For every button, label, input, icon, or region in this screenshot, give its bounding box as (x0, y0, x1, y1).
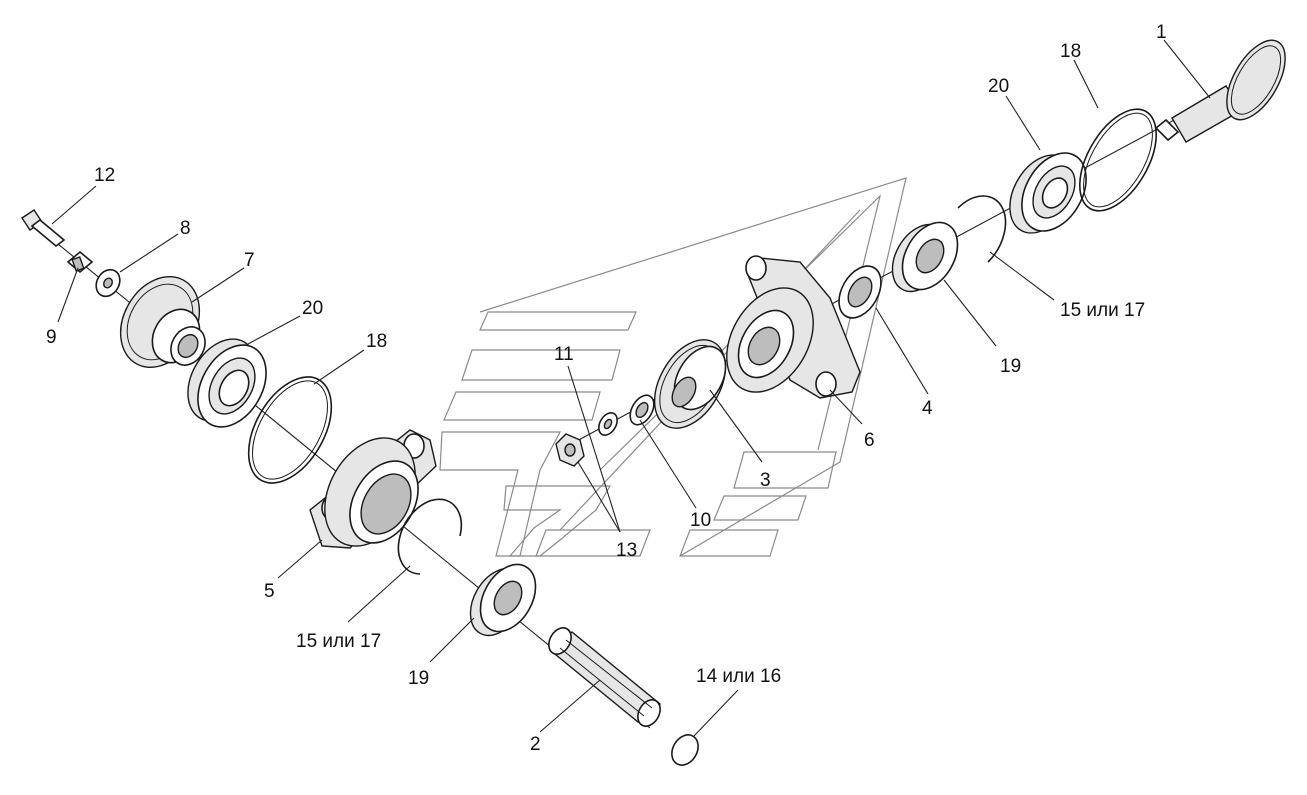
part-13-nut (555, 433, 585, 467)
label-13: 13 (616, 540, 637, 561)
part-18-o-ring-left (247, 376, 333, 484)
label-9: 9 (46, 327, 57, 348)
part-15-circlip-left (397, 498, 463, 575)
part-15-circlip-upper (957, 195, 1007, 263)
part-2-splined-shaft (548, 627, 662, 727)
part-7-bevel-gear (119, 276, 206, 368)
label-4: 4 (922, 398, 933, 419)
part-8-washer (95, 268, 121, 298)
part-11-washer (598, 412, 618, 436)
part-6-flange-housing (726, 255, 861, 399)
part-1-gear-shaft (1154, 39, 1286, 143)
label-20-upper: 20 (988, 76, 1009, 97)
part-20-bearing-left (187, 338, 267, 428)
part-20-bearing-upper (1009, 152, 1087, 234)
part-19-bearing-upper (891, 221, 959, 293)
label-19-lower: 19 (408, 668, 429, 689)
part-3-spur-gear (653, 339, 727, 429)
label-8: 8 (180, 218, 191, 239)
label-1: 1 (1156, 22, 1167, 43)
label-12: 12 (94, 165, 115, 186)
label-18-left: 18 (366, 331, 387, 352)
label-15-upper: 15 или 17 (1060, 300, 1145, 321)
label-15-left: 15 или 17 (296, 631, 381, 652)
callout-labels: 12 8 7 9 20 18 5 15 или 17 19 2 14 или 1… (46, 22, 1167, 755)
part-4-seal (838, 265, 882, 319)
label-19-upper: 19 (1000, 356, 1021, 377)
part-12-bolt (21, 209, 66, 248)
part-5-flange-housing (309, 429, 437, 549)
part-10-washer (629, 394, 655, 426)
part-9-lock-plate (66, 250, 94, 274)
label-11: 11 (554, 344, 574, 365)
part-19-bearing-lower (469, 563, 537, 637)
label-3: 3 (760, 470, 771, 491)
part-14-ring (671, 734, 699, 766)
label-20-left: 20 (302, 298, 323, 319)
label-6: 6 (864, 430, 875, 451)
label-14: 14 или 16 (696, 666, 781, 687)
label-10: 10 (690, 510, 711, 531)
label-18-upper: 18 (1060, 41, 1081, 62)
label-5: 5 (264, 581, 275, 602)
part-18-o-ring-upper (1079, 108, 1157, 212)
label-2: 2 (530, 734, 541, 755)
leader-lines (51, 39, 1211, 737)
label-7: 7 (244, 250, 255, 271)
